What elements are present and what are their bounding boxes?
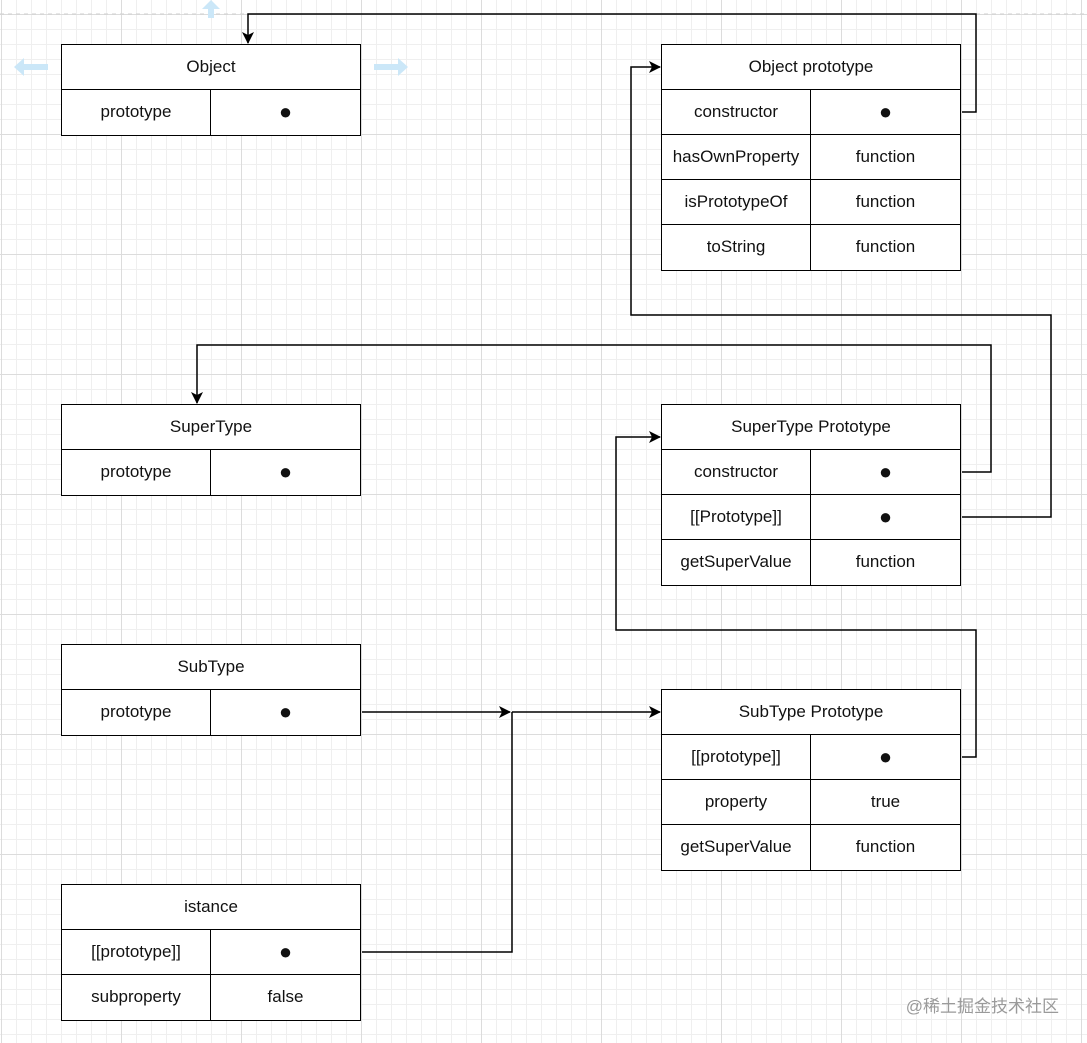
pointer-dot: ●	[878, 99, 893, 124]
supertype-title: SuperType	[62, 405, 360, 450]
selection-hint-arrows	[14, 0, 408, 76]
subtype-prototype-row-property: property true	[662, 780, 960, 825]
pointer-dot: ●	[278, 99, 293, 124]
row-key: constructor	[662, 90, 811, 134]
object-prototype-row-constructor: constructor ●	[662, 90, 960, 135]
row-value: true	[870, 792, 901, 811]
row-key: prototype	[62, 90, 211, 135]
row-key: prototype	[62, 690, 211, 735]
subtype-prototype-box[interactable]: SubType Prototype [[prototype]] ● proper…	[661, 689, 961, 871]
connector-supertype-prototype-constructor-to-supertype	[191, 344, 992, 473]
object-prototype-row-tostring: toString function	[662, 225, 960, 270]
instance-title: istance	[62, 885, 360, 930]
row-key: hasOwnProperty	[662, 135, 811, 179]
supertype-prototype-row-getsupervalue: getSuperValue function	[662, 540, 960, 585]
subtype-prototype-title: SubType Prototype	[662, 690, 960, 735]
row-key: prototype	[62, 450, 211, 495]
connector-subtype-prototype-proto-to-supertype-prototype	[615, 431, 977, 758]
row-key: [[prototype]]	[662, 735, 811, 779]
object-box[interactable]: Object prototype ●	[61, 44, 361, 136]
supertype-prototype-row-prototype-link: [[Prototype]] ●	[662, 495, 960, 540]
connector-object-prototype-constructor-to-object	[242, 13, 977, 113]
supertype-prototype-row-constructor: constructor ●	[662, 450, 960, 495]
subtype-row-prototype: prototype ●	[62, 690, 360, 735]
object-prototype-title: Object prototype	[662, 45, 960, 90]
supertype-row-prototype: prototype ●	[62, 450, 360, 495]
pointer-dot: ●	[878, 504, 893, 529]
row-value: function	[855, 192, 916, 211]
row-value: function	[855, 147, 916, 166]
object-prototype-box[interactable]: Object prototype constructor ● hasOwnPro…	[661, 44, 961, 271]
supertype-prototype-box[interactable]: SuperType Prototype constructor ● [[Prot…	[661, 404, 961, 586]
object-prototype-row-isprototypeof: isPrototypeOf function	[662, 180, 960, 225]
row-key: property	[662, 780, 811, 824]
connector-instance-proto-to-junction	[362, 712, 513, 953]
row-key: toString	[662, 225, 811, 270]
subtype-prototype-row-getsupervalue: getSuperValue function	[662, 825, 960, 870]
subtype-title: SubType	[62, 645, 360, 690]
row-key: subproperty	[62, 975, 211, 1020]
row-key: [[Prototype]]	[662, 495, 811, 539]
instance-row-prototype-link: [[prototype]] ●	[62, 930, 360, 975]
subtype-box[interactable]: SubType prototype ●	[61, 644, 361, 736]
row-value: function	[855, 837, 916, 856]
row-key: isPrototypeOf	[662, 180, 811, 224]
object-row-prototype: prototype ●	[62, 90, 360, 135]
subtype-prototype-row-prototype-link: [[prototype]] ●	[662, 735, 960, 780]
instance-box[interactable]: istance [[prototype]] ● subproperty fals…	[61, 884, 361, 1021]
row-key: getSuperValue	[662, 540, 811, 585]
row-value: function	[855, 552, 916, 571]
row-value: false	[267, 987, 304, 1006]
pointer-dot: ●	[278, 459, 293, 484]
supertype-prototype-title: SuperType Prototype	[662, 405, 960, 450]
pointer-dot: ●	[878, 459, 893, 484]
object-title: Object	[62, 45, 360, 90]
pointer-dot: ●	[278, 939, 293, 964]
object-prototype-row-hasownproperty: hasOwnProperty function	[662, 135, 960, 180]
supertype-box[interactable]: SuperType prototype ●	[61, 404, 361, 496]
instance-row-subproperty: subproperty false	[62, 975, 360, 1020]
hint-arrow-up-icon	[202, 0, 220, 18]
hint-arrow-right-icon	[374, 58, 408, 76]
row-value: function	[855, 237, 916, 256]
watermark-text: @稀土掘金技术社区	[905, 997, 1059, 1016]
row-key: getSuperValue	[662, 825, 811, 870]
pointer-dot: ●	[878, 744, 893, 769]
pointer-dot: ●	[278, 699, 293, 724]
row-key: [[prototype]]	[62, 930, 211, 974]
hint-arrow-left-icon	[14, 58, 48, 76]
row-key: constructor	[662, 450, 811, 494]
connector-supertype-prototype-proto-to-object-prototype	[630, 61, 1052, 518]
